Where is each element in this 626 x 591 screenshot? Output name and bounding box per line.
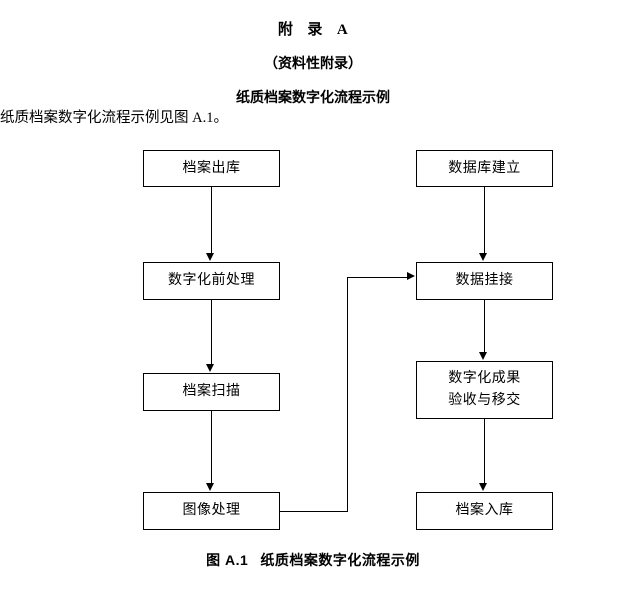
flow-node-image-process-label: 图像处理: [182, 503, 241, 519]
flow-node-archive-out: 档案出库: [143, 150, 280, 187]
flow-edge-accept-transfer-to-archive-in: [483, 419, 485, 484]
figure-caption-text: 纸质档案数字化流程示例: [260, 552, 420, 568]
annex-title-char-2: 录: [307, 22, 323, 38]
flow-node-archive-in-label: 档案入库: [455, 503, 514, 519]
flow-node-pre-process-label: 数字化前处理: [168, 273, 255, 289]
flow-node-image-process: 图像处理: [143, 492, 280, 530]
flow-node-archive-in: 档案入库: [416, 492, 553, 530]
flow-edge-pre-process-to-scan: [210, 300, 212, 365]
flow-node-accept-transfer: 数字化成果 验收与移交: [416, 361, 553, 419]
flow-node-archive-out-label: 档案出库: [182, 160, 241, 176]
flow-edge-image-process-to-data-link-horizontal-bottom: [280, 510, 348, 512]
intro-paragraph: 纸质档案数字化流程示例见图 A.1。: [0, 110, 228, 126]
annex-subtitle: （资料性附录）: [264, 55, 362, 71]
flow-node-pre-process: 数字化前处理: [143, 262, 280, 300]
flow-arrowhead-archive-in: [479, 483, 487, 491]
flow-node-db-build: 数据库建立: [416, 150, 553, 187]
flow-edge-image-process-to-data-link-vertical: [346, 277, 348, 511]
figure-caption-number: 图 A.1: [206, 552, 249, 568]
flow-arrowhead-pre-process: [206, 253, 214, 261]
flow-node-scan: 档案扫描: [143, 373, 280, 411]
flow-node-accept-transfer-label-line2: 验收与移交: [448, 393, 521, 408]
annex-name: 纸质档案数字化流程示例: [236, 89, 390, 105]
flow-edge-data-link-to-accept-transfer: [483, 300, 485, 353]
flow-node-accept-transfer-label-line1: 数字化成果: [448, 371, 521, 387]
flow-edge-image-process-to-data-link-horizontal-top: [346, 276, 409, 278]
flow-node-data-link: 数据挂接: [416, 262, 553, 300]
flow-arrowhead-data-link-left: [407, 272, 415, 280]
flow-node-scan-label: 档案扫描: [182, 384, 241, 400]
figure-caption: 图 A.1 纸质档案数字化流程示例: [0, 550, 626, 570]
flow-edge-archive-out-to-pre-process: [210, 187, 212, 254]
flow-edge-scan-to-image-process: [210, 411, 212, 484]
annex-title-letter: A: [336, 22, 349, 38]
flow-arrowhead-accept-transfer: [479, 352, 487, 360]
flow-arrowhead-data-link-top: [479, 253, 487, 261]
flow-arrowhead-image-process: [206, 483, 214, 491]
annex-title-char-1: 附: [277, 22, 294, 38]
flow-edge-db-build-to-data-link: [483, 187, 485, 254]
flow-node-db-build-label: 数据库建立: [448, 160, 521, 176]
flow-node-data-link-label: 数据挂接: [455, 273, 514, 289]
flow-arrowhead-scan: [206, 364, 214, 372]
